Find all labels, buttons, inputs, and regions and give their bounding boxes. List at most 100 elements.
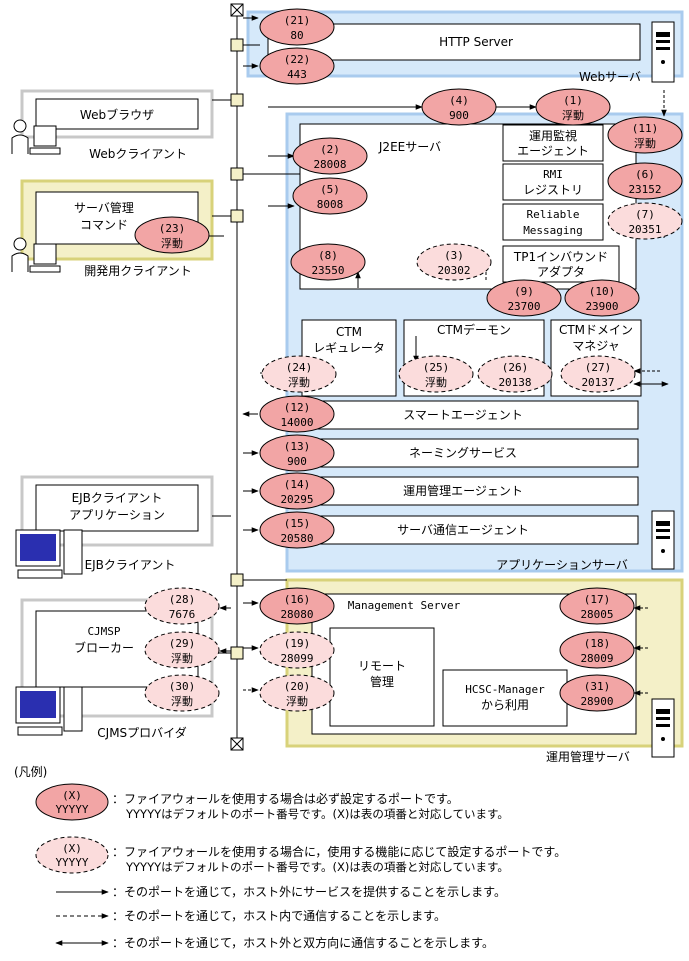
- port-id: (29): [169, 637, 196, 650]
- dev-client-label: 開発用クライアント: [84, 264, 192, 278]
- port-id: (22): [284, 53, 311, 66]
- network-links: [212, 44, 300, 654]
- port-23: (23)浮動: [134, 216, 210, 254]
- browser-label: Webブラウザ: [80, 107, 154, 122]
- port-25: (25)浮動: [398, 355, 474, 393]
- cjmsp-label-1: CJMSP: [87, 625, 120, 638]
- port-id: (21): [284, 14, 311, 27]
- rmi-label-2: レジストリ: [523, 183, 583, 197]
- port-20: (20)浮動: [259, 674, 335, 712]
- legend-optional-line-1: ：ファイアウォールを使用する場合に，使用する機能に応じて設定するポートです。: [112, 845, 567, 859]
- port-22: (22) 443: [259, 47, 335, 85]
- reliable-label-1: Reliable: [527, 208, 580, 221]
- port-number: 28099: [280, 652, 313, 665]
- ejb-app-label-1: EJBクライアント: [72, 491, 163, 505]
- server-icon: [651, 21, 675, 83]
- hcsc-box: [442, 669, 568, 727]
- port-number: 28080: [280, 608, 313, 621]
- server-icon: [651, 510, 675, 570]
- port-id: (4): [449, 94, 469, 107]
- user-pc-icon: [11, 119, 61, 155]
- port-number: 浮動: [286, 694, 308, 708]
- port-4: (4)900: [421, 88, 497, 126]
- smart-agent-label: スマートエージェント: [403, 408, 522, 422]
- desktop-pc-icon: [15, 686, 83, 736]
- port-29: (29)浮動: [144, 631, 220, 669]
- port-2: (2)28008: [292, 137, 368, 175]
- port-7: (7)20351: [607, 202, 683, 240]
- port-number: 23550: [311, 264, 344, 277]
- port-5: (5)8008: [292, 177, 368, 215]
- port-26: (26) 20138: [477, 355, 553, 393]
- ejb-app-box: [35, 484, 199, 532]
- svg-text:(X): (X): [62, 789, 82, 802]
- op-monitor-box: [502, 124, 604, 162]
- cjmsp-label-2: ブローカー: [74, 640, 134, 655]
- port-id: (8): [318, 249, 338, 262]
- tp1-box: [502, 245, 620, 283]
- port-number: 23152: [628, 183, 661, 196]
- port-24: (24)浮動: [261, 355, 337, 393]
- port-id: (15): [284, 517, 311, 530]
- port-13: (13)900: [259, 434, 335, 472]
- naming-label: ネーミングサービス: [409, 446, 517, 460]
- port-id: (20): [284, 680, 311, 693]
- legend-arrow-out-text: ：そのポートを通じて，ホスト外にサービスを提供することを示します。: [112, 885, 506, 899]
- ctm-regulator-label-1: CTM: [336, 325, 362, 339]
- j2ee-label: J2EEサーバ: [378, 140, 441, 154]
- port-id: (9): [514, 285, 534, 298]
- hcsc-label-2: から利用: [481, 698, 529, 712]
- port-id: (25): [423, 361, 450, 374]
- port-number: 20295: [280, 493, 313, 506]
- legend-arrow-in-text: ：そのポートを通じて，ホスト内で通信することを示します。: [112, 909, 446, 923]
- port-1: (1)浮動: [535, 88, 611, 126]
- port-14: (14) 20295: [259, 472, 335, 510]
- port-id: (30): [169, 680, 196, 693]
- port-id: (10): [589, 285, 616, 298]
- port-id: (2): [320, 143, 340, 156]
- port-id: (23): [159, 222, 186, 235]
- rmi-label-1: RMI: [543, 168, 563, 181]
- port-number: 7676: [169, 608, 196, 621]
- port-id: (13): [284, 440, 311, 453]
- legend-optional-line-2: YYYYYはデフォルトのポート番号です。(X)は表の項番と対応しています。: [126, 860, 509, 874]
- port-id: (19): [284, 637, 311, 650]
- user-pc-icon: [11, 237, 61, 273]
- ejb-client-label: EJBクライアント: [85, 558, 176, 572]
- legend-required-line-1: ：ファイアウォールを使用する場合は必ず設定するポートです。: [112, 792, 459, 806]
- legend-required-sample: (X) YYYYY: [35, 783, 109, 821]
- legend-title: (凡例): [14, 765, 47, 779]
- port-number: 浮動: [562, 108, 584, 122]
- legend-optional-sample: (X) YYYYY: [35, 836, 109, 874]
- port-id: (14): [284, 478, 311, 491]
- port-id: (26): [502, 361, 529, 374]
- port-number: 28900: [580, 695, 613, 708]
- web-server-label: Webサーバ: [579, 70, 641, 84]
- svg-text:(X): (X): [62, 842, 82, 855]
- port-id: (6): [635, 168, 655, 181]
- port-number: 28005: [580, 608, 613, 621]
- port-number: 23700: [507, 300, 540, 313]
- port-number: 20138: [498, 376, 531, 389]
- desktop-pc-icon: [15, 529, 83, 579]
- port-number: 20580: [280, 532, 313, 545]
- browser-box: [35, 98, 199, 130]
- tp1-label-1: TP1インバウンド: [513, 250, 608, 264]
- port-number: 23900: [585, 300, 618, 313]
- port-15: (15) 20580: [259, 511, 335, 549]
- port-31: (31)28900: [559, 674, 635, 712]
- port-8: (8) 23550: [290, 243, 366, 281]
- smart-agent-box: [301, 400, 639, 430]
- port-number: 443: [287, 68, 307, 81]
- hcsc-label-1: HCSC-Manager: [465, 683, 545, 696]
- network-junctions: [230, 38, 244, 660]
- remote-box: [329, 627, 435, 727]
- port-17: (17)28005: [559, 587, 635, 625]
- port-28: (28)7676: [144, 587, 220, 625]
- port-12: (12)14000: [259, 395, 335, 433]
- port-number: 20351: [628, 223, 661, 236]
- port-id: (24): [286, 361, 313, 374]
- port-number: 浮動: [425, 375, 447, 389]
- ports-layer: (21)80(22)443(4)900(1)浮動(11)浮動(2)28008(5…: [134, 8, 683, 712]
- remote-label-2: 管理: [370, 674, 394, 689]
